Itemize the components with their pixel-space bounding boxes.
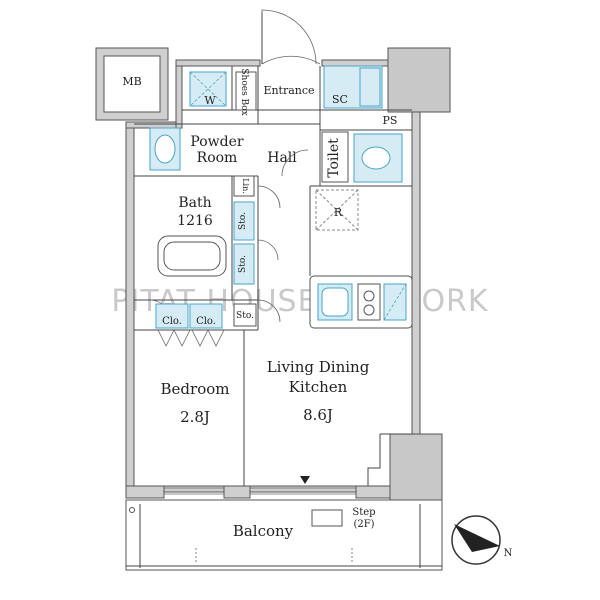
toilet-label: Toilet bbox=[326, 138, 342, 178]
r-label: R bbox=[334, 206, 343, 219]
bathroom: Bath 1216 bbox=[157, 195, 227, 277]
w-label: W bbox=[204, 94, 216, 107]
north-arrow-icon bbox=[454, 524, 500, 552]
linen-closet: Lin. bbox=[233, 175, 255, 197]
sc-label: SC bbox=[332, 93, 348, 106]
closet-2: Clo. bbox=[189, 303, 223, 329]
shoes-label: Shoes Box bbox=[239, 68, 249, 115]
step-label: Step bbox=[352, 507, 375, 518]
entry-marker-icon bbox=[300, 476, 310, 484]
step-floor-label: (2F) bbox=[353, 519, 374, 530]
compass: N bbox=[451, 515, 513, 565]
sto-label-3: Sto. bbox=[236, 311, 254, 321]
bath-size: 1216 bbox=[177, 213, 213, 229]
toilet-room: Toilet bbox=[321, 131, 403, 183]
clo-label-1: Clo. bbox=[162, 316, 182, 327]
mb-label: MB bbox=[122, 75, 141, 88]
powder-label-1: Powder bbox=[190, 134, 244, 150]
interior-walls bbox=[134, 66, 412, 486]
powder-room: Powder Room bbox=[149, 127, 244, 171]
hall-label: Hall bbox=[267, 150, 297, 166]
balcony-label: Balcony bbox=[233, 522, 294, 540]
closet-doors bbox=[157, 329, 225, 347]
shoes-box: Shoes Box bbox=[235, 68, 257, 116]
balcony: Balcony Step (2F) bbox=[125, 499, 443, 571]
shoe-closet: SC bbox=[323, 65, 383, 109]
kitchen-counter bbox=[309, 275, 413, 329]
clo-label-2: Clo. bbox=[196, 316, 216, 327]
entrance-label: Entrance bbox=[263, 84, 314, 97]
ldk-size: 8.6J bbox=[303, 406, 333, 424]
bedroom-size: 2.8J bbox=[180, 408, 210, 426]
windows bbox=[164, 487, 356, 495]
laundry-space: W bbox=[189, 71, 227, 107]
bedroom-label: Bedroom bbox=[161, 380, 230, 398]
ldk-label-2: Kitchen bbox=[289, 378, 348, 396]
entrance-door bbox=[261, 9, 321, 65]
storage-1: Sto. bbox=[233, 201, 255, 241]
ldk-notch bbox=[367, 434, 381, 486]
compass-label: N bbox=[504, 548, 513, 559]
storage-3: Sto. bbox=[233, 303, 257, 327]
outer-walls bbox=[125, 47, 451, 501]
powder-label-2: Room bbox=[197, 150, 238, 166]
refrigerator-space: R bbox=[315, 189, 359, 231]
lin-label: Lin. bbox=[241, 178, 250, 194]
bath-label: Bath bbox=[178, 195, 211, 211]
ldk-label-1: Living Dining bbox=[267, 358, 370, 376]
storage-2: Sto. bbox=[233, 243, 255, 285]
ps-label: PS bbox=[383, 114, 398, 127]
sto-label-2: Sto. bbox=[238, 255, 248, 273]
sto-label-1: Sto. bbox=[238, 212, 248, 230]
mb-room: MB bbox=[95, 47, 169, 121]
closet-1: Clo. bbox=[155, 303, 189, 329]
